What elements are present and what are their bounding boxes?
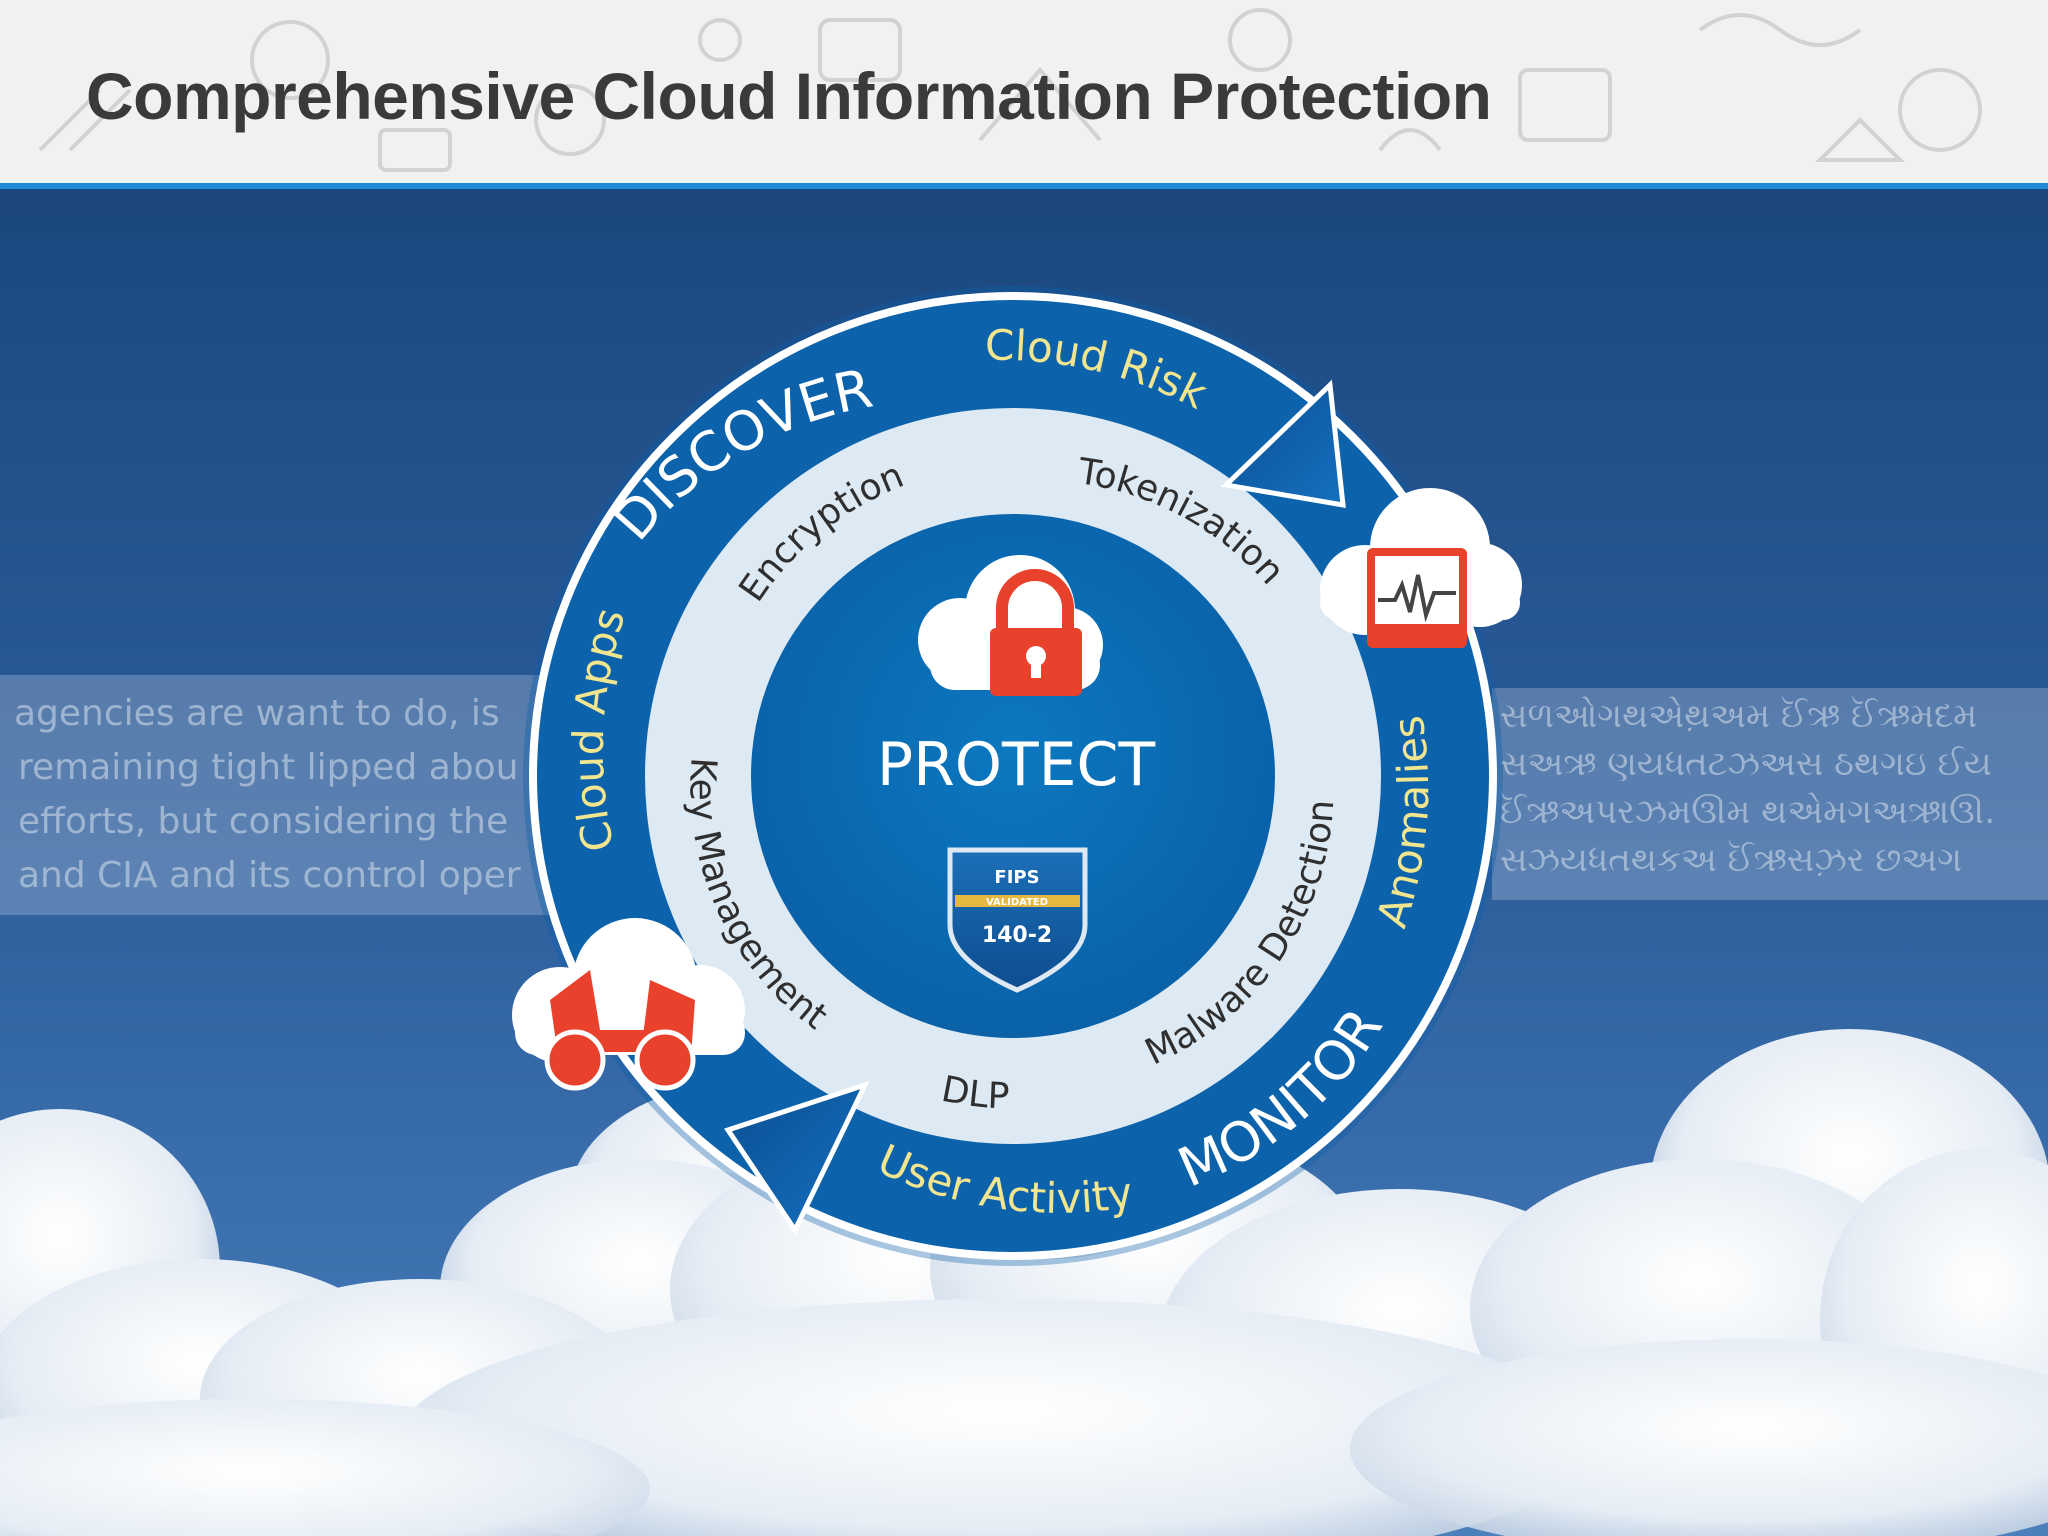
badge-line1: FIPS	[994, 867, 1039, 888]
center-label: PROTECT	[877, 730, 1156, 800]
badge-line3: 140-2	[982, 923, 1052, 948]
label-dlp: DLP	[938, 1069, 1010, 1118]
badge-line2: VALIDATED	[986, 897, 1048, 908]
